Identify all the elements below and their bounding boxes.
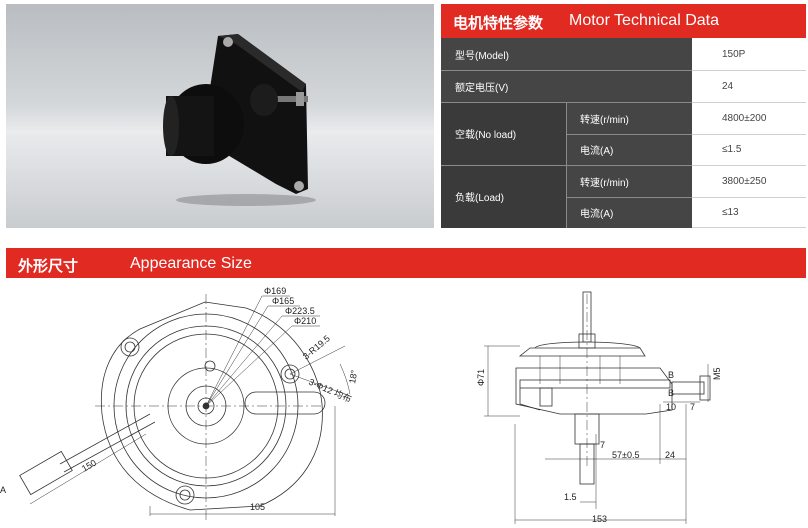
dim-24: 24	[665, 450, 675, 460]
dim-7-shaft: 7	[600, 440, 605, 450]
dim-m5: M5	[712, 367, 722, 380]
row-divider	[692, 70, 806, 71]
front-view	[19, 294, 351, 520]
dim-phi169: Φ169	[264, 286, 286, 296]
section-b-top: B	[668, 370, 674, 380]
row-divider	[692, 197, 806, 198]
dim-width-105: 105	[250, 502, 265, 512]
marker-a: A	[0, 485, 6, 495]
motor-spec-table: 电机特性参数 Motor Technical Data 型号(Model) 15…	[441, 4, 806, 228]
no-load-speed-value: 4800±200	[692, 102, 806, 134]
load-label: 负载(Load)	[441, 165, 566, 228]
model-label: 型号(Model)	[441, 38, 692, 70]
dim-phi210: Φ210	[294, 316, 316, 326]
dim-3-r19-5: 3-R19.5	[301, 333, 332, 361]
dim-1-5: 1.5	[564, 492, 577, 502]
dim-10: 10	[666, 402, 676, 412]
no-load-current-label: 电流(A)	[566, 134, 692, 165]
row-divider	[692, 165, 806, 166]
column-divider	[566, 102, 567, 228]
load-speed-label: 转速(r/min)	[566, 165, 692, 197]
model-value: 150P	[692, 38, 806, 70]
spec-title-zh: 电机特性参数	[453, 15, 544, 32]
side-view	[484, 291, 711, 524]
product-photo	[6, 4, 434, 228]
row-divider	[566, 197, 692, 198]
dim-153: 153	[592, 514, 607, 524]
section-b-bottom: B	[668, 388, 674, 398]
spec-title-en: Motor Technical Data	[569, 12, 719, 29]
row-divider	[441, 70, 692, 71]
voltage-label: 额定电压(V)	[441, 70, 692, 102]
dim-7-right: 7	[690, 402, 695, 412]
load-current-label: 电流(A)	[566, 197, 692, 228]
appearance-title-en: Appearance Size	[130, 255, 252, 272]
row-divider	[566, 134, 692, 135]
no-load-current-value: ≤1.5	[692, 134, 806, 165]
no-load-speed-label: 转速(r/min)	[566, 102, 692, 134]
dim-phi165: Φ165	[272, 296, 294, 306]
row-divider	[692, 227, 806, 228]
no-load-label: 空载(No load)	[441, 102, 566, 165]
row-divider	[692, 134, 806, 135]
dim-lead-150: 150	[80, 458, 98, 474]
voltage-value: 24	[692, 70, 806, 102]
technical-drawing: Φ169 Φ165 Φ223.5 Φ210 3-R19.5 3-Φ12 均布 1…	[0, 286, 722, 524]
row-divider	[692, 102, 806, 103]
appearance-title-zh: 外形尺寸	[18, 258, 79, 275]
load-speed-value: 3800±250	[692, 165, 806, 197]
spec-table-header: 电机特性参数 Motor Technical Data	[441, 4, 806, 38]
dim-phi71: Φ71	[476, 369, 486, 386]
dim-angle-18: 18°	[347, 369, 359, 385]
dim-phi223-5: Φ223.5	[285, 306, 315, 316]
dim-57: 57±0.5	[612, 450, 639, 460]
motor-image	[6, 34, 434, 228]
load-current-value: ≤13	[692, 197, 806, 228]
appearance-header: 外形尺寸 Appearance Size	[6, 248, 806, 278]
